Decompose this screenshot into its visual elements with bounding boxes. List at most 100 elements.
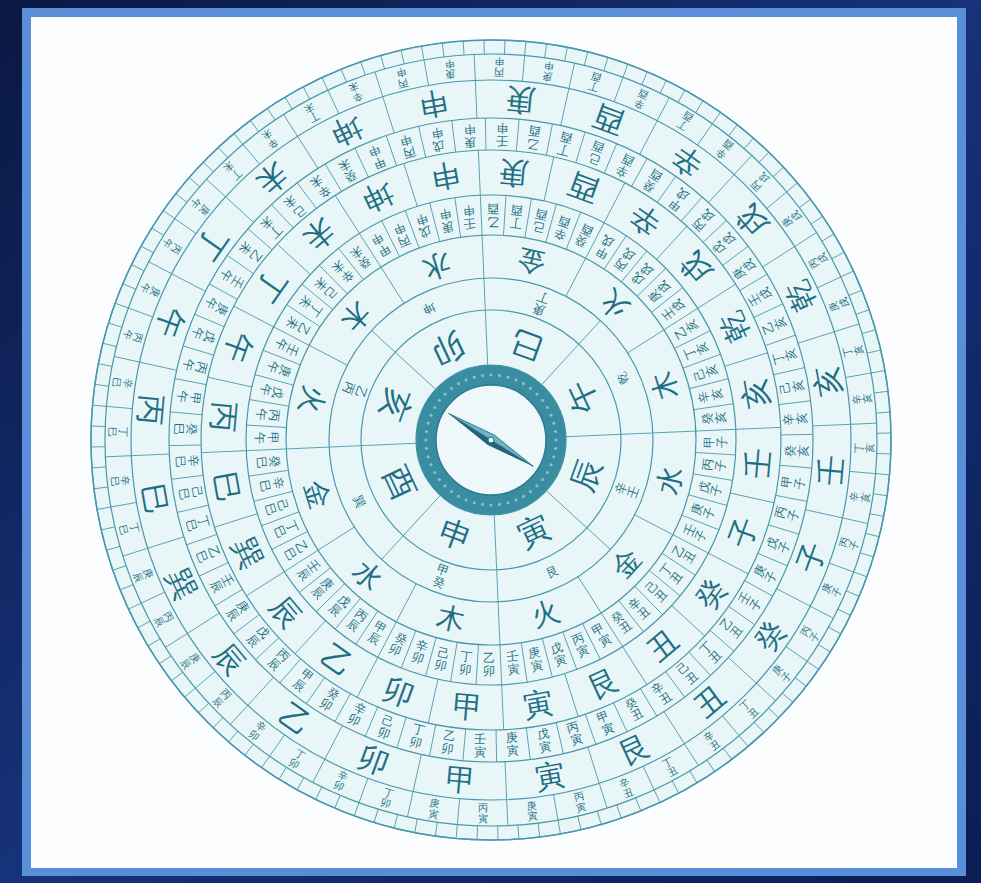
sector-line — [159, 656, 171, 664]
compass-character: 庚午 — [201, 295, 230, 317]
dial-dot — [443, 484, 446, 487]
compass-character: 酉 — [563, 168, 602, 209]
sector-line — [672, 606, 705, 636]
sector-line — [769, 708, 779, 718]
compass-character: 壬寅 — [505, 650, 519, 677]
compass-character: 甲戌 — [667, 185, 693, 213]
sector-line — [298, 136, 318, 168]
compass-character: 庚子 — [820, 581, 844, 599]
compass-character: 辛卯 — [410, 639, 430, 668]
sector-line — [270, 735, 285, 756]
compass-character: 丙子 — [774, 505, 802, 523]
compass-character: 庚申 — [438, 205, 455, 233]
dial-dot — [554, 438, 557, 441]
compass-character: 艮 — [544, 564, 560, 581]
compass-character: 丁 — [249, 265, 293, 309]
compass-character: 巳 — [505, 322, 547, 366]
sector-line — [870, 514, 884, 517]
compass-character: 甲戌 — [593, 232, 617, 261]
compass-character: 丁 — [190, 223, 234, 267]
sector-line — [640, 121, 658, 155]
compass-character: 庚丁 — [531, 288, 551, 317]
compass-character: 庚戌 — [780, 209, 804, 230]
ring-lines — [91, 40, 891, 840]
compass-character: 庚辰 — [223, 599, 252, 624]
sector-line — [249, 400, 288, 407]
sector-line — [230, 705, 248, 724]
sector-line — [187, 613, 219, 633]
sector-line — [172, 672, 183, 680]
sector-line — [544, 157, 554, 201]
sector-line — [566, 433, 653, 437]
sector-line — [318, 527, 354, 550]
sector-line — [604, 57, 608, 70]
sector-line — [407, 791, 413, 816]
dial-dot — [465, 378, 468, 381]
sector-line — [475, 80, 477, 118]
dial-dot — [529, 490, 532, 493]
sector-line — [664, 712, 684, 744]
dial-dot — [546, 471, 549, 474]
sector-line — [773, 167, 783, 177]
sector-line — [313, 759, 325, 782]
sector-line — [841, 271, 854, 277]
compass-character: 丙申 — [494, 56, 504, 78]
compass-character: 辛巳 — [172, 454, 199, 468]
dial-dot — [514, 378, 517, 381]
sector-line — [516, 119, 519, 151]
compass-character: 丙辰 — [152, 610, 176, 629]
sector-line — [829, 563, 853, 572]
compass-character: 丙戌 — [690, 206, 717, 233]
sector-line — [871, 371, 885, 373]
sector-line — [286, 447, 329, 449]
dial-dot — [554, 430, 557, 433]
sector-line — [635, 515, 673, 535]
dial-dot — [481, 503, 484, 506]
sector-line — [97, 507, 111, 509]
sector-line — [850, 471, 876, 473]
compass-character: 辛未 — [329, 258, 355, 286]
compass-character: 庚戌 — [827, 296, 851, 313]
compass-character: 戊申 — [414, 211, 433, 240]
sector-line — [226, 197, 254, 223]
sector-line — [138, 621, 150, 628]
sector-line — [397, 717, 406, 748]
compass-character: 巳 — [208, 469, 246, 504]
compass-character: 戊申 — [430, 125, 446, 153]
compass-character: 甲寅 — [590, 621, 613, 650]
dial-dot — [473, 501, 476, 504]
sector-line — [876, 474, 890, 475]
sector-line — [246, 449, 286, 451]
sector-line — [381, 55, 385, 68]
compass-character: 丙午 — [160, 237, 184, 257]
sector-line — [474, 54, 475, 80]
compass-character: 己巳 — [176, 485, 204, 501]
sector-line — [507, 800, 508, 826]
compass-character: 己巳 — [262, 498, 291, 517]
compass-character: 甲 — [445, 762, 478, 797]
compass-character: 艮 — [615, 728, 656, 771]
sector-line — [723, 748, 731, 759]
sector-line — [267, 108, 275, 120]
compass-character: 丁丑 — [658, 561, 686, 586]
sector-line — [284, 114, 298, 136]
sector-line — [759, 152, 769, 162]
compass-character: 己未 — [281, 192, 307, 220]
compass-character: 庚子 — [752, 563, 781, 585]
compass-character: 癸未 — [336, 155, 359, 184]
sector-line — [171, 475, 203, 479]
compass-character: 乙酉 — [487, 202, 499, 228]
compass-character: 巽 — [350, 493, 367, 509]
compass-character: 乙未 — [236, 239, 264, 265]
sector-line — [636, 798, 641, 811]
dial-well — [436, 385, 546, 495]
compass-character: 甲午 — [253, 432, 279, 444]
sector-line — [103, 343, 117, 346]
compass-character: 辛丑 — [627, 595, 653, 623]
sector-line — [484, 278, 488, 365]
ring-line — [329, 278, 653, 602]
compass-character: 庚 — [498, 155, 531, 190]
sector-line — [295, 621, 325, 654]
sector-line — [604, 144, 617, 173]
compass-character: 乾 — [615, 370, 632, 386]
